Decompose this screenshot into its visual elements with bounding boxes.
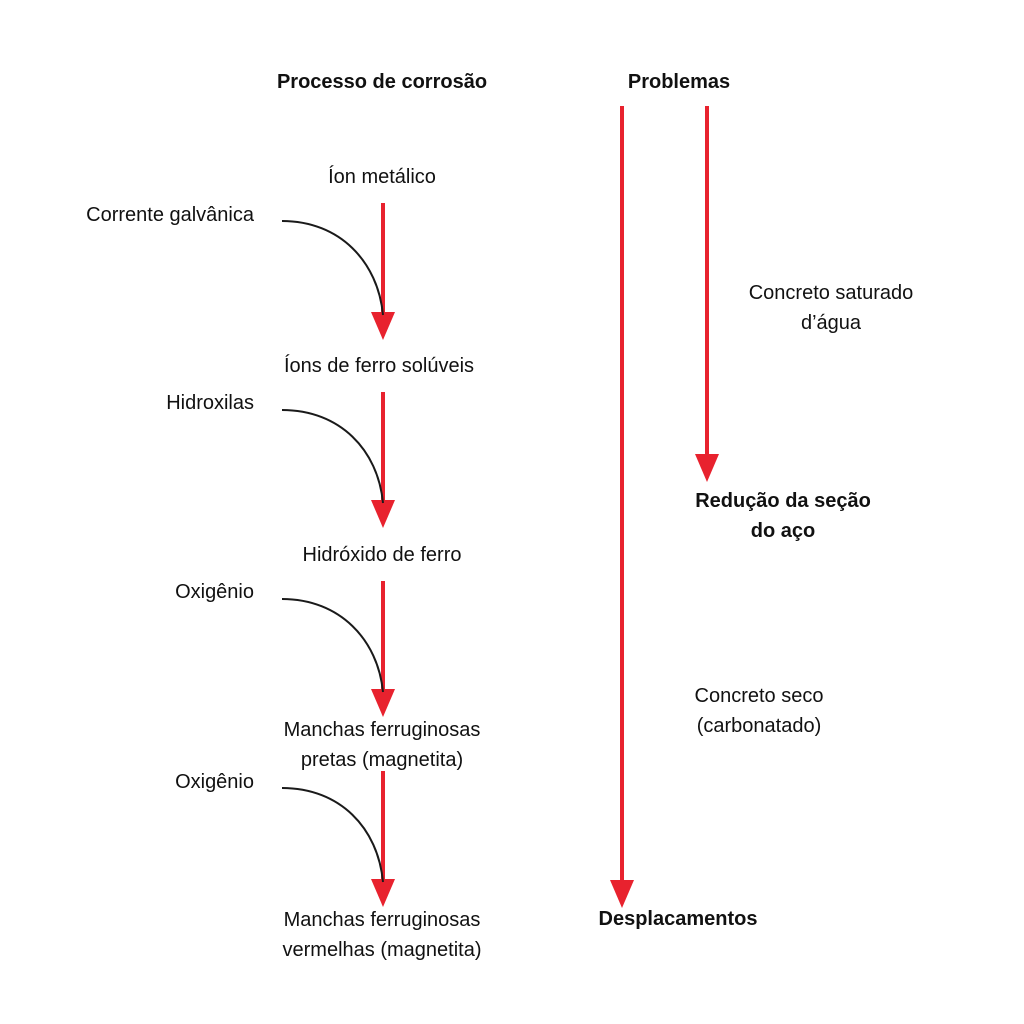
process-header: Processo de corrosão xyxy=(276,71,488,93)
problems-header: Problemas xyxy=(627,71,731,93)
process-arrowhead-3 xyxy=(371,689,395,717)
process-step-black-stains-line2: pretas (magnetita) xyxy=(300,749,464,771)
reagent-oxygen-1: Oxigênio xyxy=(175,581,254,603)
problem-arrows xyxy=(610,106,719,908)
reagent-curve-2 xyxy=(281,409,384,504)
process-arrowhead-4 xyxy=(371,879,395,907)
reagent-curve-3 xyxy=(281,598,384,693)
process-step-red-stains-line1: Manchas ferruginosas xyxy=(283,909,481,931)
problem-dry-concrete: Concreto seco (carbonatado) xyxy=(695,681,824,741)
reagent-oxygen-2: Oxigênio xyxy=(175,771,254,793)
process-step-red-stains-line2: vermelhas (magnetita) xyxy=(282,939,482,961)
displacements-arrowhead xyxy=(610,880,634,908)
reagent-hydroxyls: Hidroxilas xyxy=(166,392,254,414)
problem-section-reduction-line1: Redução da seção xyxy=(695,490,871,512)
reagent-curve-1 xyxy=(281,220,384,316)
problem-section-reduction-line2: do aço xyxy=(750,520,816,542)
process-flow-arrows xyxy=(371,203,395,907)
problem-displacements: Desplacamentos xyxy=(598,908,758,930)
reagent-curve-4 xyxy=(281,787,384,883)
reagent-curves xyxy=(281,220,384,883)
process-step-red-stains: Manchas ferruginosas vermelhas (magnetit… xyxy=(283,905,482,965)
problem-saturated-concrete: Concreto saturado d’água xyxy=(749,278,914,338)
process-step-soluble-ions: Íons de ferro solúveis xyxy=(283,355,475,377)
section-reduction-arrowhead xyxy=(695,454,719,482)
problem-dry-concrete-line2: (carbonatado) xyxy=(696,715,822,737)
problem-saturated-concrete-line2: d’água xyxy=(800,312,862,334)
process-step-hydroxide: Hidróxido de ferro xyxy=(302,544,462,566)
problem-saturated-concrete-line1: Concreto saturado xyxy=(748,282,914,304)
process-arrowhead-2 xyxy=(371,500,395,528)
process-arrowhead-1 xyxy=(371,312,395,340)
process-step-black-stains: Manchas ferruginosas pretas (magnetita) xyxy=(284,715,481,775)
reagent-galvanic-current: Corrente galvânica xyxy=(86,204,254,226)
problem-section-reduction: Redução da seção do aço xyxy=(695,486,871,546)
process-step-black-stains-line1: Manchas ferruginosas xyxy=(283,719,481,741)
problem-dry-concrete-line1: Concreto seco xyxy=(694,685,824,707)
process-step-ion: Íon metálico xyxy=(328,166,436,188)
